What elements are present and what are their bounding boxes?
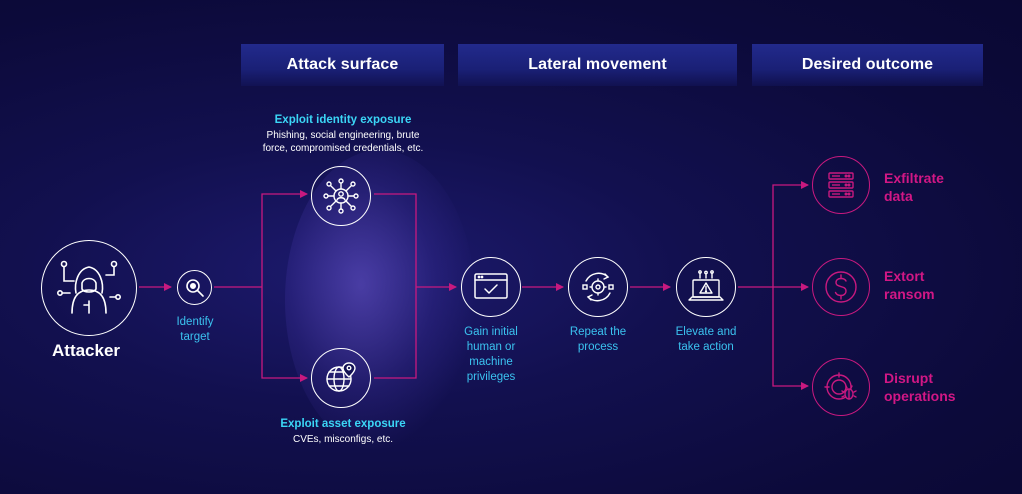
hacker-icon <box>56 260 121 314</box>
search-icon <box>185 278 204 297</box>
asset-exposure-desc: CVEs, misconfigs, etc. <box>292 434 394 445</box>
arrow-branch-to-exfiltrate <box>772 181 809 287</box>
dollar-icon <box>825 271 857 303</box>
elevate-action-node <box>676 257 736 317</box>
header-attack-surface: Attack surface <box>241 44 444 86</box>
disrupt-node <box>812 358 870 416</box>
globe-location-icon <box>326 362 356 392</box>
identify-label: Identify target <box>176 316 214 343</box>
network-user-icon <box>323 178 359 214</box>
identify-node <box>177 270 212 305</box>
attacker-label: Attacker <box>52 341 121 360</box>
arrow-branch-to-disrupt <box>772 287 809 390</box>
gear-cycle-icon <box>582 272 614 302</box>
header-desired-outcome: Desired outcome <box>752 44 983 86</box>
asset-exposure-title: Exploit asset exposure <box>280 418 406 430</box>
repeat-process-label: Repeat the process <box>569 326 627 353</box>
arrow-split-to-identity <box>261 190 308 287</box>
header-lateral-movement: Lateral movement <box>458 44 737 86</box>
laptop-warning-icon <box>688 270 724 301</box>
exfiltrate-node <box>812 156 870 214</box>
gain-privileges-node <box>461 257 521 317</box>
repeat-process-node <box>568 257 628 317</box>
identity-exposure-node <box>311 166 371 226</box>
extort-node <box>812 258 870 316</box>
server-icon <box>828 172 854 198</box>
elevate-action-label: Elevate and take action <box>675 326 737 353</box>
arrow-split-to-asset <box>261 287 308 382</box>
identity-exposure-title: Exploit identity exposure <box>274 114 412 126</box>
bug-target-icon <box>824 372 857 400</box>
line-identity-to-merge <box>374 193 417 379</box>
exfiltrate-label: Exfiltrate data <box>884 170 944 204</box>
browser-check-icon <box>474 273 508 299</box>
extort-label: Extort ransom <box>884 268 935 302</box>
asset-exposure-node <box>311 348 371 408</box>
gain-privileges-label: Gain initial human or machine privileges <box>464 326 518 383</box>
attacker-node <box>41 240 137 336</box>
identity-exposure-desc: Phishing, social engineering, brute forc… <box>262 130 424 154</box>
disrupt-label: Disrupt operations <box>884 370 956 404</box>
